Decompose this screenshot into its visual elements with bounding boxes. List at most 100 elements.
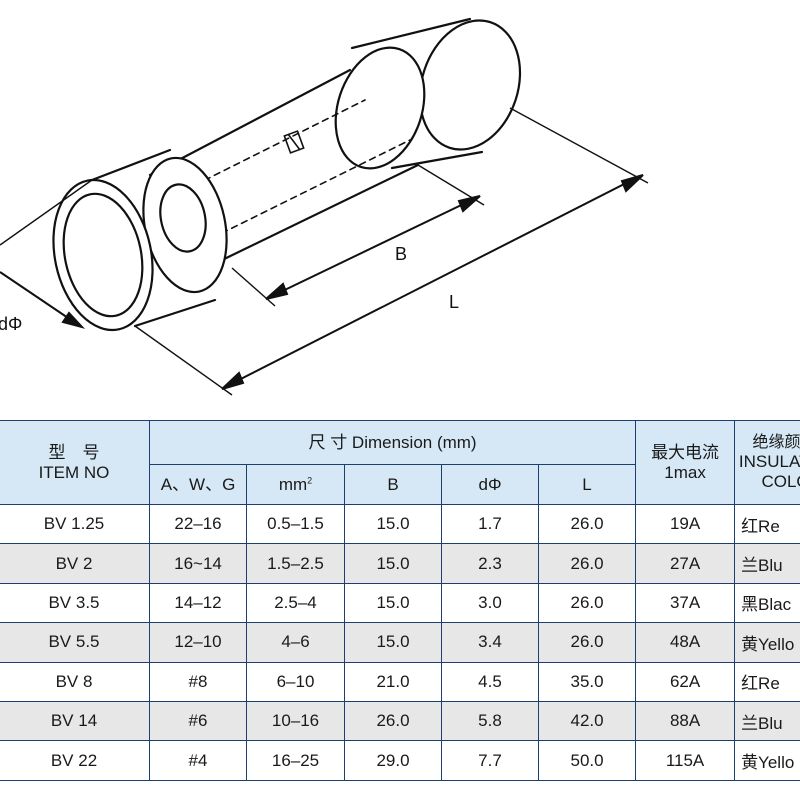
right-cap-bottom-edge [390,150,484,170]
cell-l: 50.0 [537,740,637,781]
left-cap-front-bore [62,192,144,318]
cell-item: BV 1.25 [0,503,150,545]
cell-imax: 37A [635,582,736,624]
cell-item: BV 5.5 [0,622,150,663]
cell-awg: 12–10 [149,622,247,663]
header-item-cn: 型 号 [48,442,100,462]
cell-l: 26.0 [537,582,637,624]
cell-imax: 27A [635,543,736,584]
header-awg: A、W、G [149,464,247,505]
cell-l: 26.0 [537,622,637,663]
cell-b: 15.0 [344,503,442,545]
cell-imax: 115A [635,740,736,781]
l-dimension-line [224,175,641,388]
tube-inner-dashed-bottom [211,139,411,239]
cell-color: 红Re [734,661,800,702]
cell-awg: #6 [149,700,247,742]
cell-mm2: 0.5–1.5 [246,503,345,545]
right-cap-top-edge [350,17,472,50]
crimp-mark-icon [283,130,305,154]
cell-imax: 19A [635,503,736,545]
right-cap-back-ellipse [418,19,522,151]
cell-d: 2.3 [441,543,539,584]
b-arrow-right [457,195,481,213]
header-mm-text: mm [278,474,308,494]
cell-d: 4.5 [441,661,539,702]
cell-mm2: 16–25 [246,740,345,781]
cell-l: 26.0 [537,543,637,584]
header-color-cn: 绝缘颜 [752,433,800,451]
cell-item: BV 22 [0,740,150,781]
cell-awg: 22–16 [149,503,247,545]
cell-awg: 16~14 [149,543,247,584]
tube-top-edge [148,68,352,177]
cell-l: 42.0 [537,700,637,742]
cell-imax: 88A [635,700,736,742]
header-mm2: mm2 [246,464,345,505]
cell-mm2: 6–10 [246,661,345,702]
b-label: B [395,244,407,264]
header-item-en: ITEM NO [38,462,110,482]
cell-imax: 48A [635,622,736,663]
left-cap-bore [159,183,207,253]
header-color: 绝缘颜 INSULATI COLO [734,420,800,505]
cell-color: 红Re [734,503,800,545]
cell-item: BV 3.5 [0,582,150,624]
cell-b: 29.0 [344,740,442,781]
left-cap-bottom-edge [133,298,217,328]
cell-color: 黄Yello [734,622,800,663]
cell-d: 1.7 [441,503,539,545]
left-cap-top-edge [90,148,172,182]
header-color-en1: INSULATI [738,452,800,472]
d-label: dΦ [0,314,22,334]
header-current: 最大电流 1max [635,420,736,505]
right-cap-front-ellipse [334,46,426,170]
header-current-en: 1max [664,462,706,482]
cell-color: 兰Blu [734,700,800,742]
cell-color: 黄Yello [734,740,800,781]
cell-d: 3.4 [441,622,539,663]
l-arrow-left [221,371,245,390]
spec-table: 型 号 ITEM NO 尺 寸 Dimension (mm) 最大电流 1max… [0,420,800,781]
cell-awg: 14–12 [149,582,247,624]
header-current-cn: 最大电流 [651,442,720,462]
header-color-en2: COLO [761,471,800,491]
cell-mm2: 1.5–2.5 [246,543,345,584]
cell-mm2: 10–16 [246,700,345,742]
cell-b: 15.0 [344,622,442,663]
cell-item: BV 14 [0,700,150,742]
cell-b: 26.0 [344,700,442,742]
tube-bottom-edge [216,163,420,264]
cell-mm2: 4–6 [246,622,345,663]
cell-color: 兰Blu [734,543,800,584]
l-arrow-right [620,174,644,193]
header-item-no: 型 号 ITEM NO [0,420,150,505]
cell-mm2: 2.5–4 [246,582,345,624]
cell-l: 26.0 [537,503,637,545]
header-dimension: 尺 寸 Dimension (mm) [148,420,637,465]
cell-b: 15.0 [344,543,442,584]
cell-item: BV 2 [0,543,150,584]
cell-item: BV 8 [0,661,150,702]
b-dimension-line [267,196,479,299]
header-b: B [344,464,442,505]
cell-l: 35.0 [537,661,637,702]
cell-d: 3.0 [441,582,539,624]
cell-b: 15.0 [344,582,442,624]
b-arrow-left [265,282,289,300]
cell-color: 黑Blac [734,582,800,624]
header-l: L [537,464,637,505]
cell-b: 21.0 [344,661,442,702]
butt-connector-drawing: B L dΦ [0,17,649,396]
cell-awg: #8 [149,661,247,702]
cell-d: 5.8 [441,700,539,742]
cell-imax: 62A [635,661,736,702]
d-arrow-right [61,311,86,329]
